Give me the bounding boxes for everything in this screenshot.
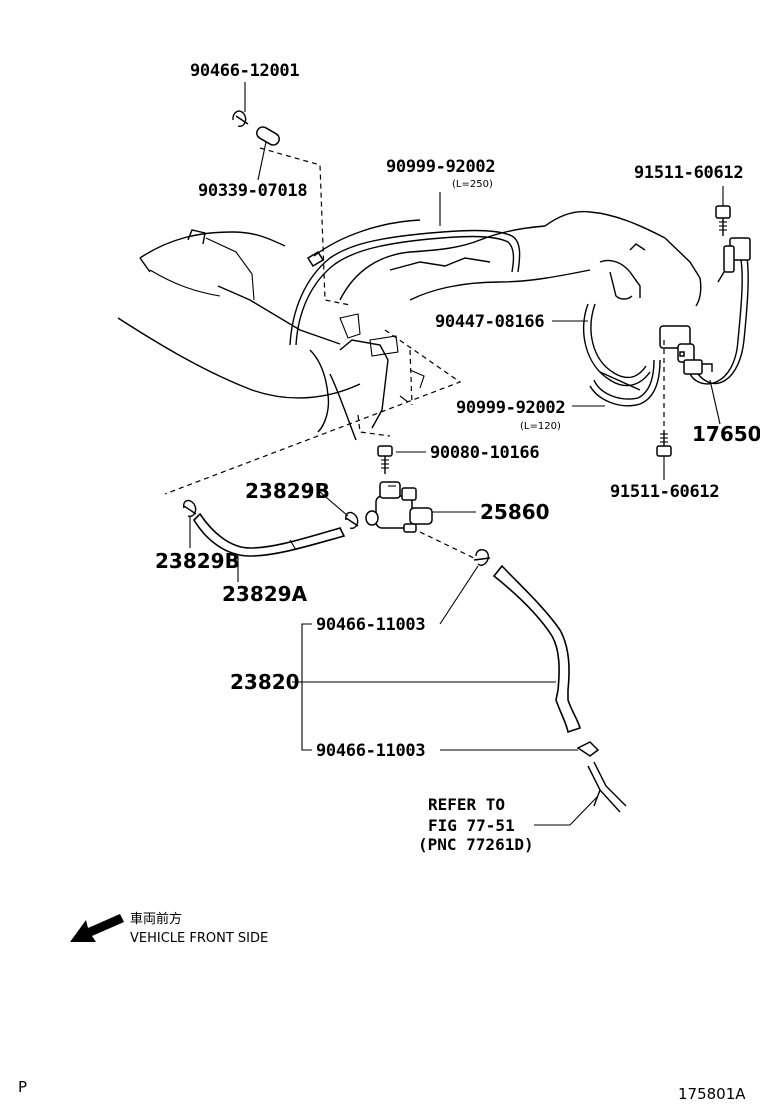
vacuum-switching-valve-17650 [659,237,751,385]
reference-pipe [587,761,627,813]
vacuum-hose-120 [582,303,661,407]
leader-lines [189,82,724,826]
clip-23829B-left-icon [182,499,197,517]
label-90080-10166: 90080-10166 [430,443,539,463]
hose-clip-90466-12001-icon [232,110,249,127]
label-90466-12001: 90466-12001 [190,61,299,81]
part-labels: 90466-12001 90339-07018 90999-92002 (L=2… [155,61,760,761]
clip-90466-11003-lower-icon [576,741,600,757]
vehicle-front-jp: 車両前方 [130,911,182,927]
footer-figure-id: 175801A [678,1085,746,1103]
leader-25860-to-hose [419,531,479,561]
label-23820: 23820 [230,670,300,694]
bolt-91511-60612-top-icon [715,205,731,236]
label-90447-08166: 90447-08166 [435,312,544,332]
label-90999-92002-b: 90999-92002 [456,398,565,418]
vehicle-front-indicator: 車両前方 VEHICLE FRONT SIDE [70,911,268,946]
reference-line-2: FIG 77-51 [428,816,515,835]
hose-90339-07018-icon [256,126,280,146]
reference-line-1: REFER TO [428,795,505,814]
label-17650: 17650 [692,422,760,446]
label-length-250: (L=250) [452,179,493,190]
reference-line-3: (PNC 77261D) [418,835,534,854]
label-25860: 25860 [480,500,550,524]
hose-23820 [492,564,581,734]
vacuum-hose-250 [289,219,521,346]
reference-note: REFER TO FIG 77-51 (PNC 77261D) [418,795,534,854]
clip-90466-11003-upper-icon [473,549,491,566]
hose-23829A [192,512,346,557]
vacuum-switching-valve-25860 [365,481,433,533]
engine-outline [117,147,702,495]
label-23829A: 23829A [222,582,308,606]
label-90999-92002-a: 90999-92002 [386,157,495,177]
label-90466-11003-a: 90466-11003 [316,615,425,635]
front-arrow-icon [70,914,124,942]
vehicle-front-en: VEHICLE FRONT SIDE [130,931,268,946]
label-90339-07018: 90339-07018 [198,181,307,201]
bolt-90080-10166-icon [377,445,393,474]
footer-left-code: P [18,1078,27,1096]
label-91511-60612-b: 91511-60612 [610,482,719,502]
label-length-120: (L=120) [520,421,561,432]
bolt-91511-60612-bottom-icon [656,340,672,457]
label-90466-11003-b: 90466-11003 [316,741,425,761]
label-23829B-a: 23829B [245,479,330,503]
label-91511-60612-a: 91511-60612 [634,163,743,183]
label-23829B-b: 23829B [155,549,240,573]
